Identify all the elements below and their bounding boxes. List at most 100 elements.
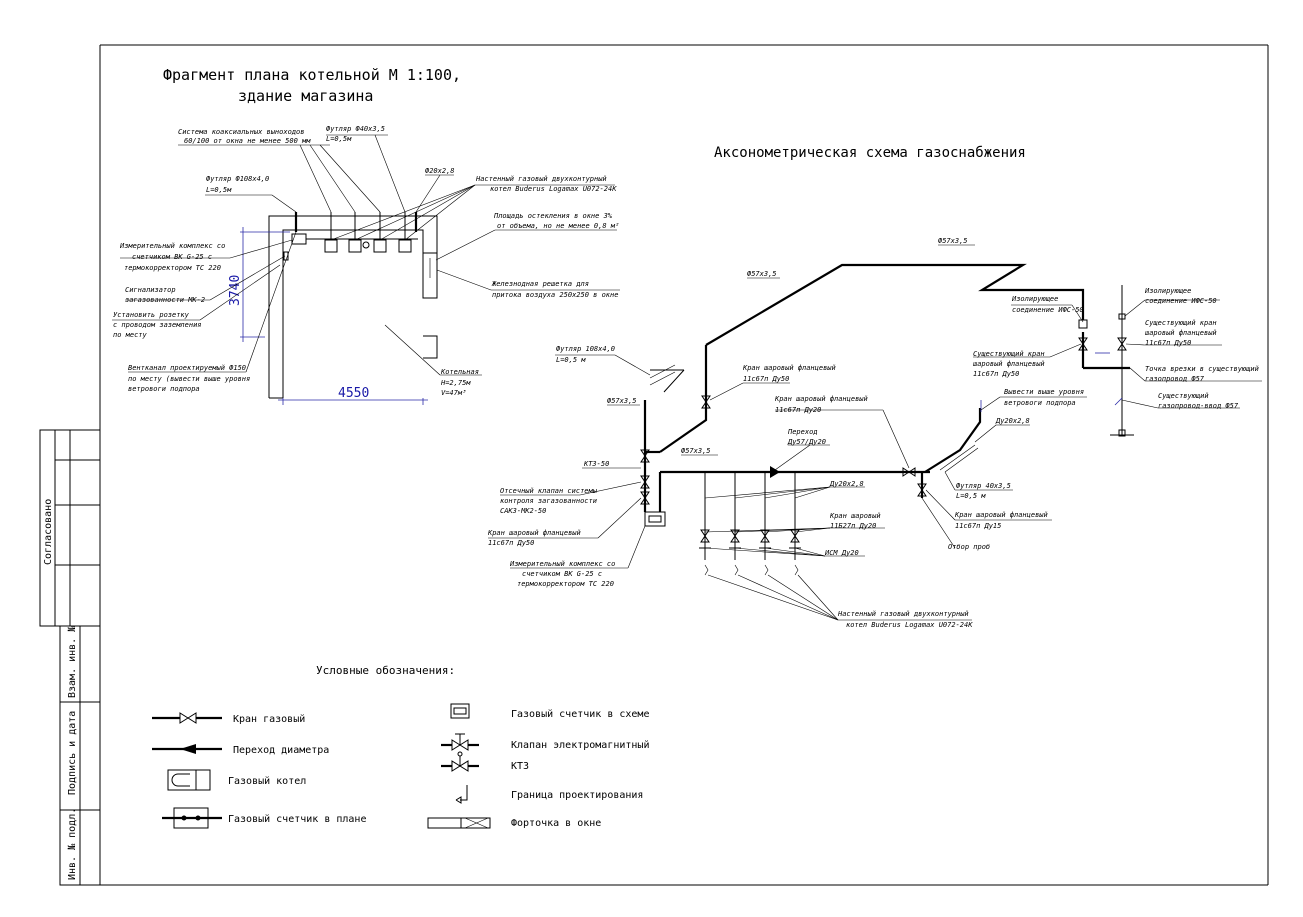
svg-text:11с67п Ду50: 11с67п Ду50 — [973, 370, 1019, 378]
svg-text:11с67п Ду50: 11с67п Ду50 — [1145, 339, 1191, 347]
svg-text:ветровоги подпора: ветровоги подпора — [1004, 399, 1076, 407]
svg-text:Железнодная решетка для: Железнодная решетка для — [491, 280, 589, 288]
svg-text:11с67п Ду15: 11с67п Ду15 — [955, 522, 1001, 530]
plan-dim-width: 4550 — [338, 386, 369, 401]
svg-text:Точка врезки в существующий: Точка врезки в существующий — [1145, 365, 1259, 373]
svg-text:котел Buderus Logamax U072-24K: котел Buderus Logamax U072-24K — [846, 621, 973, 629]
svg-text:Ф20х2,8: Ф20х2,8 — [425, 167, 455, 175]
plan-view: Фрагмент плана котельной М 1:100, здание… — [112, 66, 620, 405]
svg-text:с проводом заземления: с проводом заземления — [113, 321, 202, 329]
axo-valves — [640, 337, 1127, 549]
svg-text:термокорректором ТС 220: термокорректором ТС 220 — [517, 580, 614, 588]
svg-text:притока воздуха 250х250 в окне: притока воздуха 250х250 в окне — [492, 291, 618, 299]
legend-solenoid-valve: Клапан электромагнитный — [441, 733, 649, 751]
svg-text:Футляр 108х4,0: Футляр 108х4,0 — [556, 345, 615, 353]
svg-text:Форточка в окне: Форточка в окне — [511, 818, 601, 829]
axonometric-view: Аксонометрическая схема газоснабжения — [487, 145, 1262, 629]
svg-text:котел Buderus Logamax U072-24K: котел Buderus Logamax U072-24K — [490, 185, 617, 193]
svg-text:Отбор проб: Отбор проб — [948, 543, 990, 551]
svg-text:Система коаксиальных выноходов: Система коаксиальных выноходов — [178, 128, 304, 136]
svg-text:счетчиком ВК G-25 с: счетчиком ВК G-25 с — [522, 570, 602, 578]
svg-text:Футляр 40х3,5: Футляр 40х3,5 — [956, 482, 1011, 490]
legend-gas-meter-plan: Газовый счетчик в плане — [162, 807, 366, 829]
svg-text:Клапан электромагнитный: Клапан электромагнитный — [511, 739, 649, 751]
svg-text:Кран шаровый: Кран шаровый — [829, 512, 881, 520]
svg-text:Настенный газовый двухконтурны: Настенный газовый двухконтурный — [475, 175, 607, 183]
axo-title: Аксонометрическая схема газоснабжения — [714, 145, 1026, 161]
svg-text:от объема, но не менее 0,8 м²: от объема, но не менее 0,8 м² — [497, 222, 619, 230]
svg-text:11с67п Ду20: 11с67п Ду20 — [775, 406, 821, 414]
svg-text:Кран шаровый фланцевый: Кран шаровый фланцевый — [774, 395, 868, 403]
svg-text:Переход: Переход — [787, 428, 818, 436]
svg-text:L=0,5 м: L=0,5 м — [556, 356, 586, 364]
svg-text:Ду57/Ду20: Ду57/Ду20 — [787, 438, 826, 446]
legend-gas-boiler: Газовый котел — [167, 769, 306, 791]
svg-text:Кран газовый: Кран газовый — [233, 713, 305, 725]
svg-text:Ф57х3,5: Ф57х3,5 — [681, 447, 711, 455]
svg-text:Существующий кран: Существующий кран — [1145, 319, 1217, 327]
svg-text:Изолирующее: Изолирующее — [1011, 295, 1058, 303]
plan-dimensions: 4550 3740 — [228, 227, 428, 405]
svg-text:Настенный газовый двухконтурны: Настенный газовый двухконтурный — [837, 610, 969, 618]
svg-text:Площадь остекления в окне 3%: Площадь остекления в окне 3% — [493, 212, 613, 220]
svg-text:Газовый счетчик в плане: Газовый счетчик в плане — [228, 813, 366, 825]
inv-orig-label: Инв. № подл. — [67, 808, 78, 880]
legend-gas-valve: Кран газовый — [152, 712, 305, 725]
svg-text:КТЗ-50: КТЗ-50 — [583, 460, 609, 468]
svg-text:Измерительный комплекс со: Измерительный комплекс со — [119, 242, 225, 250]
svg-text:Измерительный комплекс со: Измерительный комплекс со — [509, 560, 615, 568]
svg-text:Вывести выше уровня: Вывести выше уровня — [1004, 388, 1084, 396]
svg-text:загазованности МК-2: загазованности МК-2 — [125, 296, 205, 304]
svg-text:L=0,5м: L=0,5м — [326, 135, 352, 143]
svg-text:Котельная: Котельная — [440, 368, 479, 376]
svg-text:ветровоги подпора: ветровоги подпора — [128, 385, 200, 393]
legend-ktz: КТЗ — [441, 751, 529, 772]
svg-text:Установить розетку: Установить розетку — [113, 311, 190, 319]
legend-design-boundary: Граница проектирования — [455, 785, 643, 804]
svg-text:Вентканал проектируемый Ф150: Вентканал проектируемый Ф150 — [128, 364, 246, 372]
sheet-frame — [99, 44, 1269, 886]
legend-window-vent: Форточка в окне — [427, 817, 601, 829]
plan-leaders — [112, 134, 620, 376]
svg-text:Газовый счетчик в схеме: Газовый счетчик в схеме — [511, 708, 649, 720]
ifs-joint — [1078, 319, 1088, 329]
svg-text:Ф57х3,5: Ф57х3,5 — [938, 237, 968, 245]
svg-text:шаровый фланцевый: шаровый фланцевый — [1145, 329, 1217, 337]
svg-text:счетчиком ВК G-25 с: счетчиком ВК G-25 с — [132, 253, 212, 261]
svg-text:Сигнализатор: Сигнализатор — [125, 286, 176, 294]
plan-title-line2: здание магазина — [238, 87, 373, 105]
legend-title: Условные обозначения: — [316, 664, 455, 677]
svg-text:газопровод-ввод Ф57: газопровод-ввод Ф57 — [1158, 402, 1239, 410]
svg-text:шаровый фланцевый: шаровый фланцевый — [973, 360, 1045, 368]
sign-date-label: Подпись и дата — [67, 711, 78, 795]
plan-walls — [268, 215, 438, 399]
axo-leaders — [488, 244, 1262, 621]
svg-text:Ф57х3,5: Ф57х3,5 — [747, 270, 777, 278]
svg-text:термокорректором ТС 220: термокорректором ТС 220 — [124, 264, 221, 272]
svg-text:L=0,5 м: L=0,5 м — [956, 492, 986, 500]
legend-diameter-transition: Переход диаметра — [152, 744, 329, 756]
svg-text:Существующий: Существующий — [1158, 392, 1209, 400]
window — [422, 252, 438, 299]
svg-text:Переход диаметра: Переход диаметра — [233, 745, 329, 756]
svg-text:L=0,5м: L=0,5м — [206, 186, 232, 194]
svg-text:Кран шаровый фланцевый: Кран шаровый фланцевый — [954, 511, 1048, 519]
plan-dim-height: 3740 — [228, 275, 243, 306]
svg-text:Кран шаровый фланцевый: Кран шаровый фланцевый — [487, 529, 581, 537]
inv-replace-label: Взам. инв. № — [67, 625, 78, 698]
svg-text:САКЗ-МК2-50: САКЗ-МК2-50 — [500, 507, 546, 515]
svg-text:по месту (вывести выше уровня: по месту (вывести выше уровня — [128, 375, 250, 383]
svg-text:Существующий кран: Существующий кран — [973, 350, 1045, 358]
svg-text:Н=2,75м: Н=2,75м — [440, 379, 471, 387]
legend: Условные обозначения: Кран газовый Перех… — [152, 664, 649, 829]
svg-text:60/100 от окна не менее 500 мм: 60/100 от окна не менее 500 мм — [184, 137, 311, 145]
svg-text:Граница проектирования: Граница проектирования — [511, 790, 643, 801]
svg-text:Отсечный клапан системы: Отсечный клапан системы — [500, 487, 598, 495]
svg-text:Ду20х2,8: Ду20х2,8 — [829, 480, 864, 488]
plan-labels: Система коаксиальных выноходов 60/100 от… — [113, 125, 619, 397]
svg-text:по месту: по месту — [113, 331, 148, 339]
axo-meter — [644, 511, 666, 527]
svg-text:Кран шаровый фланцевый: Кран шаровый фланцевый — [742, 364, 836, 372]
svg-text:Газовый котел: Газовый котел — [228, 775, 306, 787]
